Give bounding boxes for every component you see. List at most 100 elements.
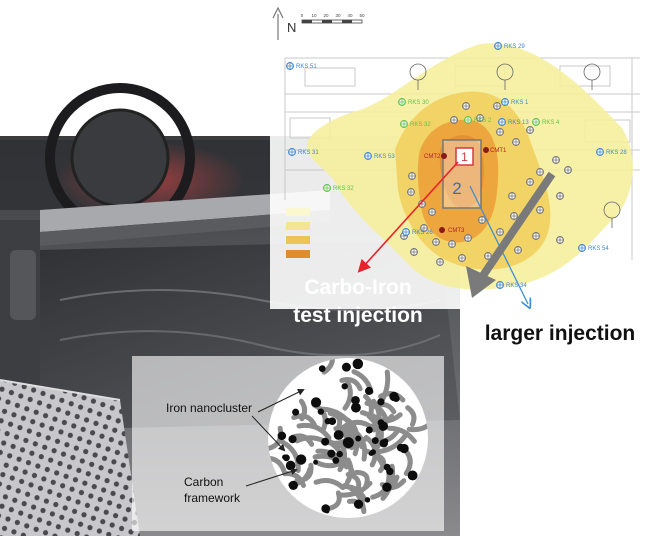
legend-label: 5000 µg/l <box>316 224 345 231</box>
iron-dot <box>364 497 371 503</box>
iron-dot <box>327 449 336 458</box>
iron-dot <box>318 365 326 372</box>
well-label: RKS 4 <box>542 120 560 126</box>
carbon-strand <box>373 402 397 415</box>
well-marker-icon <box>410 248 418 256</box>
well-marker-icon <box>596 148 604 156</box>
carbon-framework-label-line1: Carbon <box>184 475 223 489</box>
carbon-strand <box>321 358 336 375</box>
svg-text:CMT1: CMT1 <box>490 148 507 154</box>
iron-dot <box>285 460 296 471</box>
iron-dot <box>352 358 364 370</box>
well-marker-icon <box>496 228 504 236</box>
iron-dot <box>288 480 298 491</box>
carbo-iron-inset: Iron nanocluster Carbon framework <box>132 356 444 531</box>
legend-label: > 5000 µg/l <box>316 252 351 259</box>
iron-dot <box>292 408 300 416</box>
well-label: RKS 30 <box>408 100 429 106</box>
grey-flow-arrowhead <box>466 266 496 298</box>
scale-tick-label: 40 <box>347 13 353 18</box>
iron-dot <box>368 451 374 456</box>
well-marker-icon <box>476 114 484 122</box>
well-marker-icon <box>420 224 428 232</box>
well-marker-icon <box>432 238 440 246</box>
test-injection-label-line2: test injection <box>293 304 423 327</box>
iron-dot <box>378 421 389 431</box>
carbon-strand <box>327 410 343 432</box>
carbon-strand <box>405 405 417 428</box>
carbon-strand <box>339 419 376 431</box>
test-injection-label-line1: Carbo-Iron <box>304 276 411 299</box>
tree-icon <box>409 63 621 228</box>
well-marker-icon <box>510 212 518 220</box>
well-marker-icon <box>484 252 492 260</box>
iron-dot <box>295 454 307 465</box>
iron-dot <box>379 439 389 448</box>
carbon-strand <box>337 440 347 473</box>
iron-dot <box>353 499 364 509</box>
well-label: RKS 34 <box>506 283 527 289</box>
north-arrow: N <box>272 6 296 40</box>
well-marker-icon <box>494 42 502 50</box>
carbon-framework-strands <box>268 358 428 515</box>
iron-dot <box>389 391 399 402</box>
svg-text:CMT3: CMT3 <box>448 228 465 234</box>
well-marker-icon <box>556 236 564 244</box>
zone-1-box <box>455 147 474 166</box>
iron-dot <box>351 395 360 405</box>
carbon-strand <box>279 439 301 474</box>
carbon-strand <box>291 413 318 429</box>
scale-tick-label: 30 <box>335 13 341 18</box>
carbon-strand <box>359 410 380 430</box>
iron-dot <box>365 426 373 434</box>
well-label: RKS 53 <box>374 154 395 160</box>
scale-tick-label: 10 <box>311 13 317 18</box>
iron-nanocluster-dots <box>277 358 418 514</box>
svg-text:CMT2: CMT2 <box>424 154 441 160</box>
carbon-strand <box>349 426 368 462</box>
carbon-strand <box>386 425 417 444</box>
well-marker-icon <box>478 216 486 224</box>
well-marker-icon <box>402 228 410 236</box>
well-label: RKS 13 <box>508 120 529 126</box>
well-marker-icon <box>496 128 504 136</box>
iron-dot <box>399 443 409 454</box>
well-label: RKS 31 <box>298 150 319 156</box>
well-label: RKS 29 <box>504 44 525 50</box>
pointer-line <box>257 389 305 413</box>
north-label: N <box>287 20 296 35</box>
well-marker-icon <box>407 188 415 196</box>
well-label: RKS 32 <box>333 186 354 192</box>
iron-dot <box>341 362 351 372</box>
scale-tick-label: 0 <box>301 13 304 18</box>
well-marker-icon <box>536 206 544 214</box>
well-marker-icon <box>286 62 294 70</box>
well-marker-icon <box>398 98 406 106</box>
scale-tick-label: 20 <box>323 13 329 18</box>
iron-dot <box>407 470 418 481</box>
well-marker-icon <box>288 148 296 156</box>
carbon-strand <box>268 455 287 474</box>
iron-dot <box>382 482 392 492</box>
grey-flow-arrow <box>476 171 556 283</box>
well-marker-icon <box>556 192 564 200</box>
well-marker-icon <box>450 116 458 124</box>
well-label: RKS 26 <box>412 230 433 236</box>
well-marker-icon <box>501 98 509 106</box>
well-marker-icon <box>364 152 372 160</box>
carbon-strand <box>363 434 378 468</box>
carbon-strand <box>342 378 353 411</box>
iron-dot <box>350 402 361 413</box>
iron-dot <box>386 467 394 476</box>
well-marker-icon <box>448 240 456 248</box>
iron-dot <box>341 383 348 390</box>
iron-dot <box>313 459 319 465</box>
well-label: RKS 1 <box>511 100 529 106</box>
carbon-strand <box>339 377 363 392</box>
well-marker-icon <box>526 126 534 134</box>
well-label: RKS 2 <box>474 118 492 124</box>
